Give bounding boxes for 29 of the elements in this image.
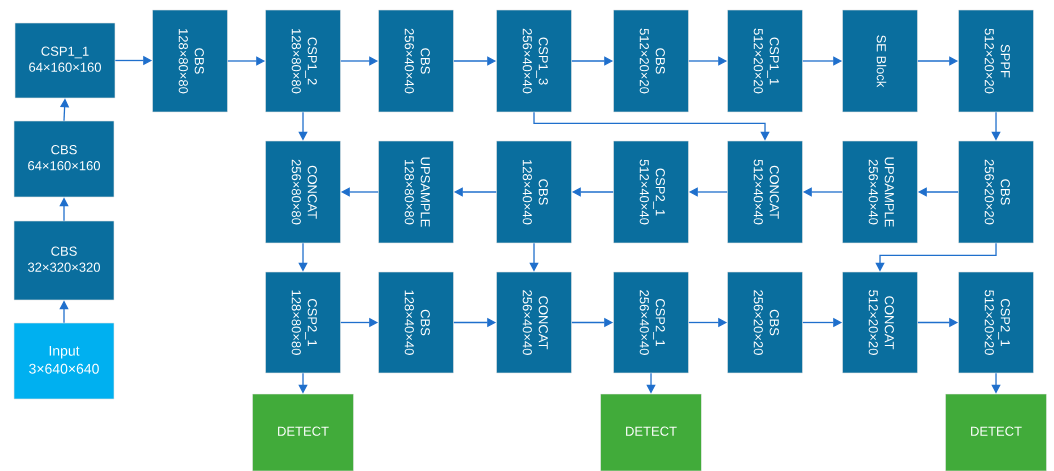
layer-box: CONCAT 512×20×20	[842, 271, 918, 374]
layer-box: UPSAMPLE 256×40×40	[842, 140, 918, 244]
layer-box: CBS 256×20×20	[727, 271, 803, 374]
input-box: Input 3×640×640	[13, 322, 115, 400]
layer-box: CBS 32×320×320	[13, 220, 115, 301]
layer-box: CSP1_1 64×160×160	[14, 22, 116, 99]
layer-box: CSP2_1 256×40×40	[613, 271, 689, 374]
layer-box: CBS 256×20×20	[958, 140, 1034, 244]
layer-box: UPSAMPLE 128×80×80	[378, 140, 454, 244]
layer-box: CSP2_1 128×80×80	[265, 271, 341, 374]
layer-box: CSP1_2 128×80×80	[265, 9, 341, 113]
layer-box: CSP1_3 256×40×40	[496, 9, 572, 113]
layer-box: CONCAT 256×80×80	[265, 140, 341, 244]
layer-box: CBS 128×80×80	[152, 9, 228, 113]
layer-box: SE Block	[842, 9, 918, 113]
layer-box: SPPF 512×20×20	[958, 9, 1034, 113]
layer-box: CBS 256×40×40	[378, 9, 454, 113]
layer-box: CBS 64×160×160	[13, 120, 115, 198]
layer-box: CBS 128×40×40	[378, 271, 454, 374]
detect-box: DETECT	[600, 393, 702, 471]
layer-box: CSP2_1 512×40×40	[613, 140, 689, 244]
layer-box: CSP1_1 512×20×20	[727, 9, 803, 113]
layer-box: CONCAT 256×40×40	[496, 271, 572, 374]
layer-box: CONCAT 512×40×40	[727, 140, 803, 244]
layer-box: CBS 512×20×20	[613, 9, 689, 113]
detect-box: DETECT	[945, 393, 1047, 471]
layer-box: CBS 128×40×40	[496, 140, 572, 244]
detect-box: DETECT	[252, 393, 354, 471]
layer-box: CSP2_1 512×20×20	[958, 271, 1034, 374]
